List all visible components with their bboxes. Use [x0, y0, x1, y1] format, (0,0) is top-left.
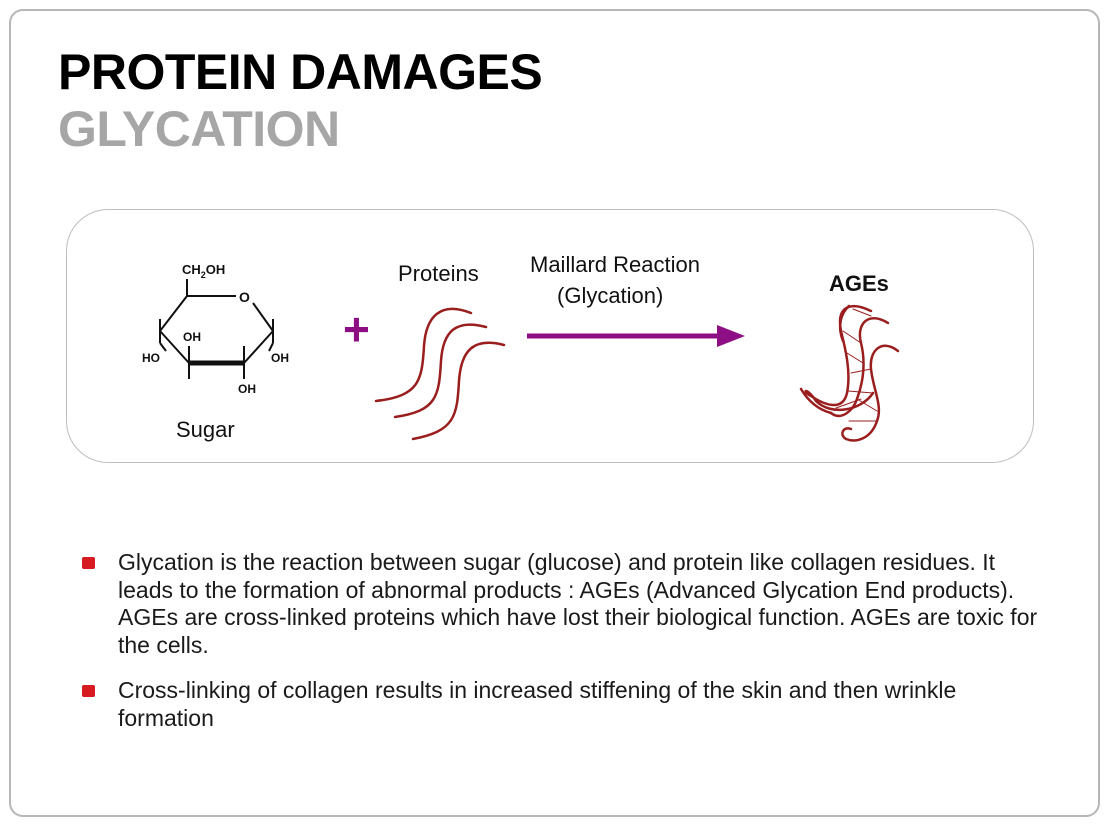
proteins-label: Proteins [398, 261, 479, 286]
reaction-label-line1: Maillard Reaction [530, 252, 700, 277]
glucose-labels: CH2OH O OH HO OH OH [142, 262, 289, 396]
bullet-list: Glycation is the reaction between sugar … [80, 549, 1040, 750]
ch2oh-tail: OH [206, 262, 226, 277]
ages-crosslinked-protein-icon [799, 304, 900, 442]
ch2oh-label: CH [182, 262, 201, 277]
bullet-text: Cross-linking of collagen results in inc… [118, 677, 957, 731]
oh-bottom-label: OH [238, 382, 256, 396]
bullet-item: Cross-linking of collagen results in inc… [80, 677, 1040, 732]
oh-top-label: OH [183, 330, 201, 344]
oh-right-label: OH [271, 351, 289, 365]
bullet-square-icon [82, 557, 95, 569]
svg-text:CH2OH: CH2OH [182, 262, 225, 280]
slide-frame [9, 9, 1100, 817]
bullet-item: Glycation is the reaction between sugar … [80, 549, 1040, 659]
diagram-panel: CH2OH O OH HO OH OH Sugar + Proteins Mai… [66, 209, 1034, 463]
slide-title: PROTEIN DAMAGES [58, 44, 543, 100]
glucose-structure [159, 279, 274, 379]
ring-oxygen-label: O [239, 289, 250, 305]
plus-sign: + [343, 303, 370, 355]
slide-subtitle: GLYCATION [58, 101, 340, 157]
ho-left-label: HO [142, 351, 160, 365]
reaction-arrow-icon [527, 325, 745, 347]
bullet-text: Glycation is the reaction between sugar … [118, 549, 1038, 658]
ch2oh-subscript: 2 [201, 270, 206, 280]
glycation-diagram: CH2OH O OH HO OH OH Sugar + Proteins Mai… [142, 252, 900, 442]
ages-label: AGEs [829, 271, 889, 296]
protein-strands-icon [374, 307, 506, 441]
sugar-label: Sugar [176, 417, 235, 442]
reaction-label-line2: (Glycation) [557, 283, 663, 308]
bullet-square-icon [82, 685, 95, 697]
